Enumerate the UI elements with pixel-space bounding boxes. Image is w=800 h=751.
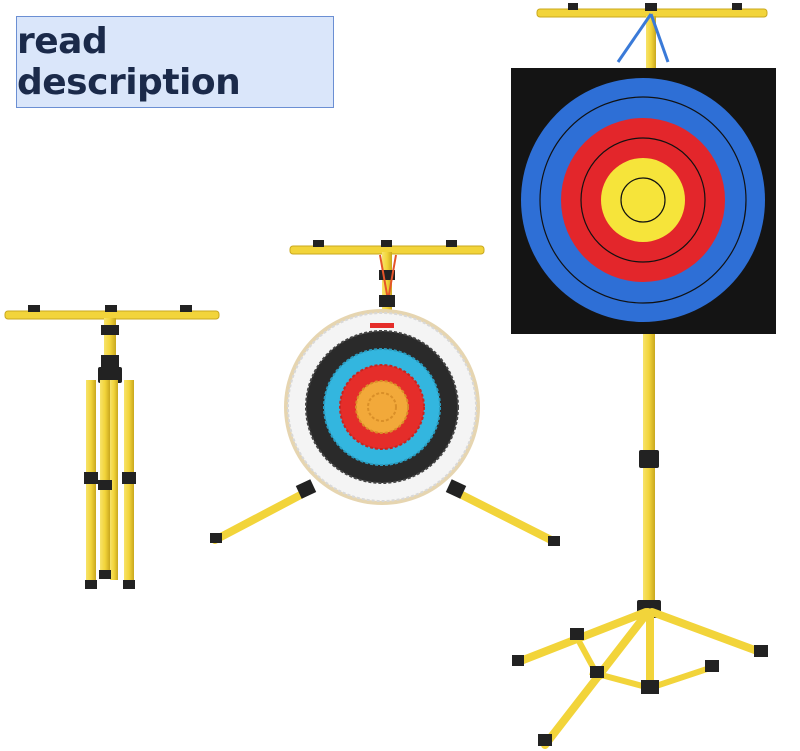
folded-tripod-stand xyxy=(4,305,220,589)
foam-target-stand xyxy=(512,3,768,749)
foam-target-board xyxy=(511,68,776,334)
straw-target xyxy=(284,309,480,505)
read-description-banner: read description xyxy=(16,16,334,108)
straw-target-stand xyxy=(210,240,560,546)
banner-text: read description xyxy=(17,21,241,103)
